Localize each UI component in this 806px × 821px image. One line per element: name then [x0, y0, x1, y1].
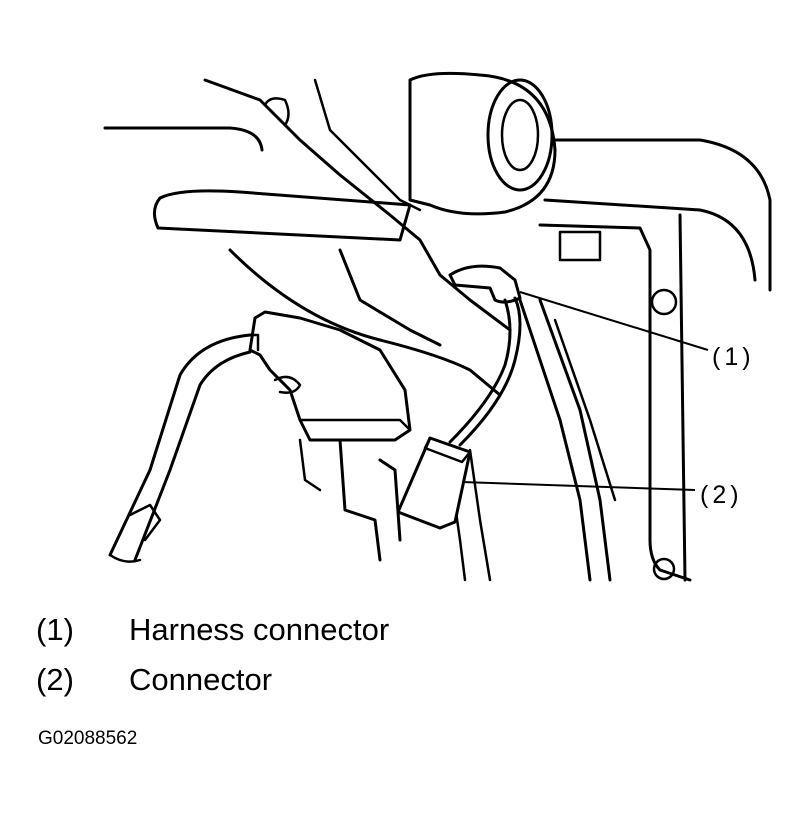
- legend: (1) Harness connector (2) Connector: [36, 612, 736, 712]
- lower-bracket: [338, 438, 382, 562]
- round-component-inner: [500, 98, 540, 172]
- wiring-illustration: [103, 71, 772, 582]
- trunk-line-1: [518, 298, 592, 582]
- legend-item: (1) Harness connector: [36, 612, 736, 662]
- module-box: [248, 310, 412, 442]
- left-pipe-end: [108, 553, 142, 563]
- column-detail: [313, 78, 422, 212]
- column-left-edge: [338, 248, 442, 347]
- lower-detail: [298, 438, 322, 492]
- legend-text: Connector: [129, 662, 273, 697]
- legend-text: Harness connector: [129, 612, 390, 647]
- connector-face: [423, 436, 472, 464]
- legend-item: (2) Connector: [36, 662, 736, 712]
- panel-hole-upper: [650, 288, 678, 316]
- leader-line-2: [461, 481, 696, 491]
- panel-hole-lower: [652, 557, 676, 581]
- right-panel: [538, 223, 692, 582]
- lower-bracket-2: [378, 458, 402, 542]
- callout-label-1: (1): [712, 343, 755, 371]
- wire-b: [448, 298, 512, 444]
- left-pipe-bracket: [128, 503, 162, 542]
- column-housing: [203, 78, 512, 332]
- round-component-face: [486, 78, 554, 192]
- connector-body: [396, 436, 472, 530]
- legend-number: (2): [36, 662, 74, 697]
- trunk-line-2: [538, 298, 612, 582]
- upper-frame-line: [103, 126, 264, 152]
- right-panel-edge: [678, 213, 687, 582]
- wire-a: [458, 296, 522, 447]
- harness-connector-shape: [448, 264, 522, 304]
- figure-id: G02088562: [38, 728, 138, 749]
- trunk-line-4: [468, 448, 492, 582]
- round-component: [408, 71, 557, 216]
- column-housing-lower: [228, 248, 502, 397]
- left-pipe-outer: [108, 333, 252, 557]
- trunk-line-3: [553, 318, 617, 502]
- right-frame-inner: [543, 198, 757, 282]
- column-detail-2: [263, 97, 290, 127]
- cross-tube: [153, 189, 412, 242]
- left-pipe-inner: [133, 350, 252, 562]
- module-box-lip: [298, 418, 412, 432]
- callout-label-2: (2): [700, 481, 743, 509]
- module-box-tab: [273, 375, 302, 394]
- upper-frame-line-right: [538, 138, 772, 292]
- legend-number: (1): [36, 612, 74, 647]
- module-box-mount: [248, 333, 260, 352]
- panel-clip: [558, 230, 602, 262]
- leader-line-1: [519, 291, 709, 351]
